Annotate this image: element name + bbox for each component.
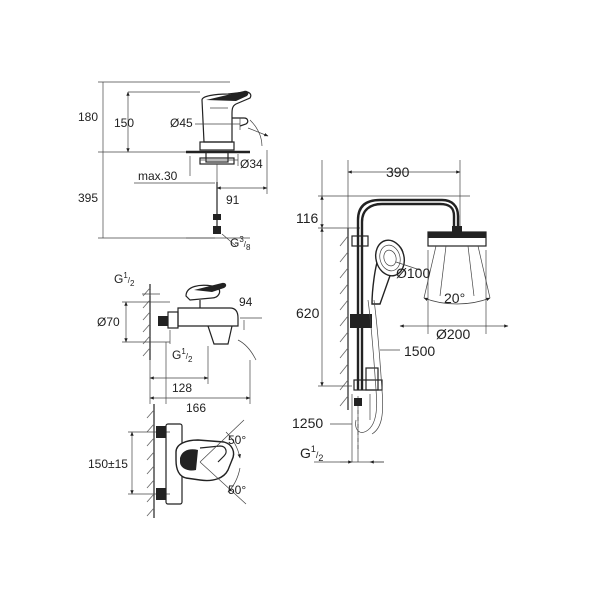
dim-thread-g12-top: G1/2 xyxy=(114,271,135,288)
dim-max30: max.30 xyxy=(138,169,178,183)
dim-thread-g38: G3/8 xyxy=(230,235,251,252)
dim-thread-g12: G1/2 xyxy=(300,444,323,463)
dim-1250: 1250 xyxy=(292,415,323,431)
dim-diameter-45: Ø45 xyxy=(170,116,193,130)
dim-91: 91 xyxy=(226,193,240,207)
dim-166: 166 xyxy=(186,401,206,415)
dim-128: 128 xyxy=(172,381,192,395)
dim-angle-50-bottom: 50° xyxy=(228,483,246,497)
dim-150: 150 xyxy=(114,116,134,130)
bath-mixer-drawing: G1/2 94 Ø70 G1/2 128 166 xyxy=(97,271,262,415)
dim-diameter-200: Ø200 xyxy=(436,326,470,342)
dim-1500: 1500 xyxy=(404,343,435,359)
dim-angle-50-top: 50° xyxy=(228,433,246,447)
dim-angle-20: 20° xyxy=(444,290,465,306)
dim-150-15: 150±15 xyxy=(88,457,128,471)
dim-395: 395 xyxy=(78,191,98,205)
shower-system-drawing: 390 116 Ø100 20° 620 Ø200 1500 1250 G1/2 xyxy=(292,160,509,464)
dim-390: 390 xyxy=(386,164,410,180)
dim-thread-g12-bottom: G1/2 xyxy=(172,347,193,364)
dim-94: 94 xyxy=(239,295,253,309)
wall-mixer-drawing: 50° 150±15 50° xyxy=(88,404,246,518)
dim-diameter-34: Ø34 xyxy=(240,157,263,171)
dim-180: 180 xyxy=(78,110,98,124)
dim-620: 620 xyxy=(296,305,320,321)
dim-116: 116 xyxy=(296,210,319,226)
basin-mixer-drawing: 180 150 Ø45 Ø34 max.30 395 91 G3/8 xyxy=(78,81,269,252)
dim-diameter-100: Ø100 xyxy=(396,265,430,281)
dim-diameter-70: Ø70 xyxy=(97,315,120,329)
